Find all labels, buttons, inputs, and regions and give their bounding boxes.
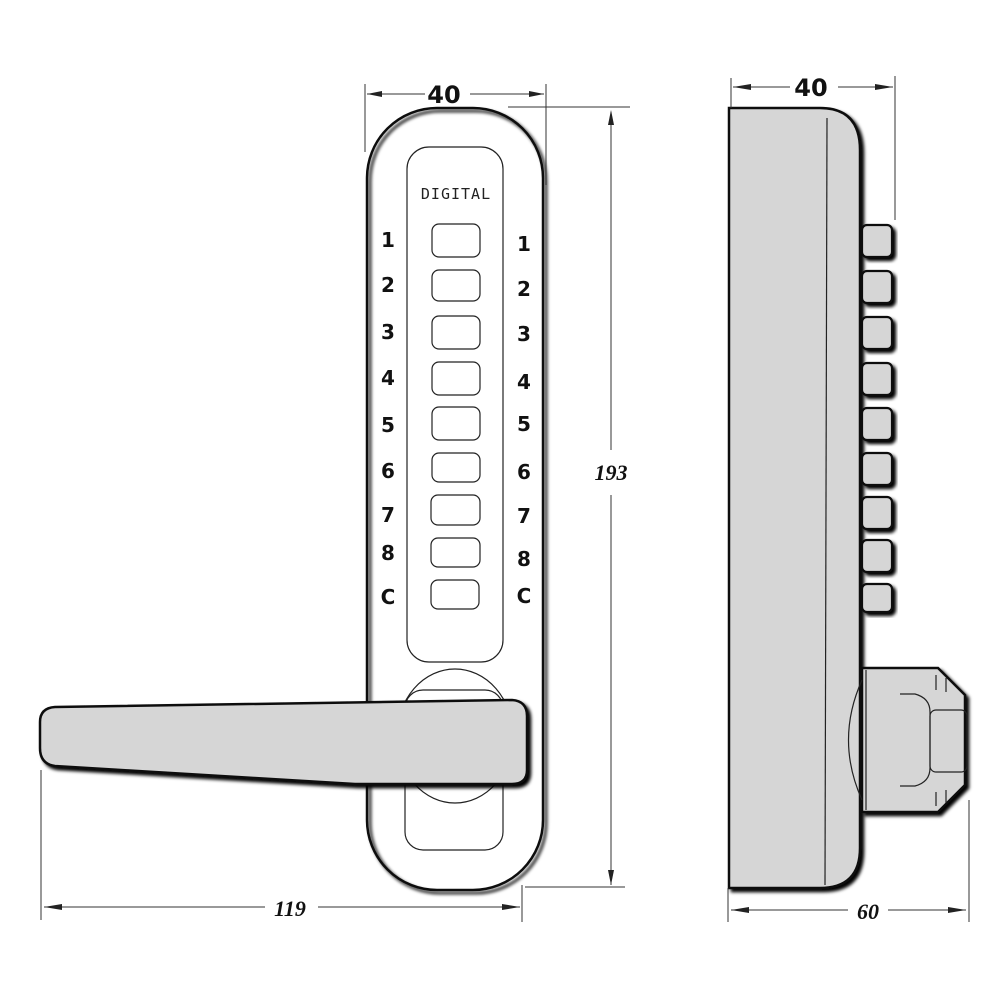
right-label-c: C [517,584,532,608]
right-label-5: 5 [517,412,531,436]
left-label-1: 1 [381,228,395,252]
side-buttons [860,223,894,614]
keypad-button-3[interactable] [431,315,481,350]
side-button-5 [860,406,894,442]
front-plate [365,106,545,892]
right-label-8: 8 [517,547,531,571]
side-button-4 [860,361,894,397]
left-label-7: 7 [381,503,395,527]
side-handle-hub [847,666,968,814]
left-label-5: 5 [381,413,395,437]
keypad-buttons [430,223,481,610]
side-button-2 [860,269,894,305]
side-button-1 [860,223,894,259]
left-label-3: 3 [381,320,395,344]
side-width-label: 40 [794,74,827,102]
keypad-recess [406,146,504,663]
front-height-label: 193 [595,460,628,485]
handle-span-label: 119 [274,896,306,921]
keypad-button-6[interactable] [431,452,481,483]
side-button-6 [860,451,894,487]
keypad-button-7[interactable] [430,494,481,526]
brand-label: DIGITAL [421,185,491,203]
left-label-6: 6 [381,459,395,483]
side-button-3 [860,315,894,351]
keypad-button-5[interactable] [431,406,481,441]
keypad-button-1[interactable] [431,223,481,258]
front-dimensions: 40 193 119 [40,81,630,922]
left-key-labels: 1 2 3 4 5 6 7 8 C [381,228,396,609]
front-view: DIGITAL 1 2 3 4 5 6 7 8 C 1 [38,106,545,892]
keypad-button-2[interactable] [431,269,481,302]
side-body [727,106,862,890]
side-seam [824,117,828,886]
front-width-label: 40 [427,81,460,109]
right-label-7: 7 [517,504,531,528]
lever-handle[interactable] [38,698,529,786]
left-label-4: 4 [381,366,395,390]
side-dimensions: 40 60 [727,74,970,924]
right-key-labels: 1 2 3 4 5 6 7 8 C [517,232,532,608]
side-button-8 [860,538,894,574]
right-label-1: 1 [517,232,531,256]
side-button-c [860,582,894,614]
side-depth-label: 60 [857,899,879,924]
keypad-button-8[interactable] [430,537,481,568]
right-label-4: 4 [517,370,531,394]
left-label-c: C [381,585,396,609]
keypad-button-c[interactable] [430,579,480,610]
side-view [727,106,968,890]
right-label-6: 6 [517,460,531,484]
keypad-button-4[interactable] [431,361,481,396]
left-label-2: 2 [381,273,395,297]
right-label-2: 2 [517,277,531,301]
side-button-7 [860,495,894,531]
right-label-3: 3 [517,322,531,346]
left-label-8: 8 [381,541,395,565]
